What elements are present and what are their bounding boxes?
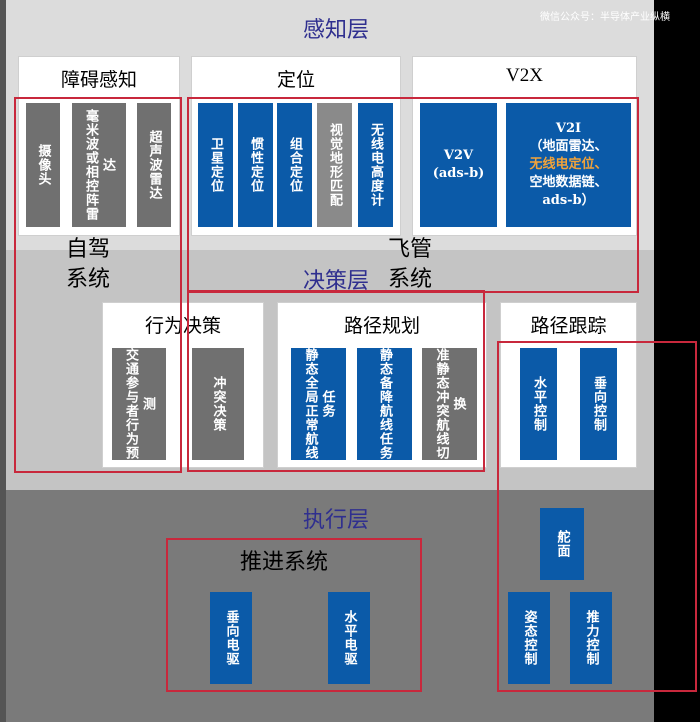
flight-mgmt-label-text: 飞管系统 — [388, 237, 433, 292]
visual-terrain-box: 视觉地形匹配 — [317, 103, 352, 227]
v2v-label: V2V — [443, 148, 474, 163]
right-dark-strip — [654, 0, 700, 722]
vertical-drive-box: 垂向电驱 — [210, 592, 252, 684]
decision-layer-title: 决策层 — [302, 269, 369, 294]
obstacle-panel-title: 障碍感知 — [60, 69, 137, 91]
propulsion-title: 推进系统 — [240, 550, 329, 575]
rudder-box: 舵面 — [540, 508, 584, 580]
horizontal-drive-box: 水平电驱 — [328, 592, 370, 684]
left-dark-edge — [0, 0, 6, 722]
v2i-box: V2I （地面雷达、 无线电定位、 空地数据链、 ads-b） — [506, 103, 631, 227]
v2i-adsb: ads-b） — [542, 193, 595, 208]
flight-mgmt-label: 飞管系统 — [388, 235, 438, 295]
horizontal-control-box: 水平控制 — [520, 348, 557, 460]
propulsion-outline — [166, 538, 422, 692]
quasi-static-switch-box: 准静态冲突航线切换 — [422, 348, 477, 460]
conflict-decision-box: 冲突决策 — [192, 348, 244, 460]
thrust-control-box: 推力控制 — [570, 592, 612, 684]
vertical-control-box: 垂向控制 — [580, 348, 617, 460]
positioning-panel-title: 定位 — [276, 69, 315, 91]
inertial-positioning-box: 惯性定位 — [238, 103, 273, 227]
radio-altimeter-box: 无线电高度计 — [358, 103, 393, 227]
traffic-prediction-box: 交通参与者行为预测 — [112, 348, 166, 460]
tracking-outline — [497, 341, 697, 692]
autopilot-outline — [14, 97, 182, 473]
ultrasonic-box: 超声波雷达 — [137, 103, 171, 227]
v2v-box: V2V (ads-b) — [420, 103, 497, 227]
v2i-ground-radar: （地面雷达、 — [529, 139, 608, 154]
v2i-label: V2I — [555, 121, 582, 136]
watermark: 微信公众号：半导体产业纵横 — [540, 12, 670, 23]
static-alternate-route-box: 静态备降航线任务 — [357, 348, 412, 460]
static-global-route-box: 静态全局正常航线任务 — [291, 348, 346, 460]
autopilot-label: 自驾系统 — [66, 235, 116, 295]
flight-mgmt-outline-mask — [190, 288, 483, 294]
v2v-sub-label: (ads-b) — [432, 166, 485, 181]
flight-mgmt-outline-bottom — [187, 290, 485, 472]
v2i-radio-positioning: 无线电定位、 — [529, 157, 608, 172]
camera-box: 摄像头 — [26, 103, 60, 227]
path-planning-panel-title: 路径规划 — [343, 315, 420, 337]
satellite-positioning-box: 卫星定位 — [198, 103, 233, 227]
radar-box: 毫米波或相控阵雷达 — [72, 103, 126, 227]
v2x-panel-title: V2X — [506, 65, 543, 86]
behavior-panel-title: 行为决策 — [144, 315, 221, 337]
flight-mgmt-outline-top — [187, 97, 639, 293]
combined-positioning-box: 组合定位 — [277, 103, 312, 227]
autopilot-label-text: 自驾系统 — [66, 237, 111, 292]
perception-layer-title: 感知层 — [302, 18, 369, 43]
path-tracking-panel-title: 路径跟踪 — [530, 315, 607, 337]
v2i-datalink: 空地数据链、 — [529, 175, 608, 190]
execution-layer-title: 执行层 — [302, 508, 369, 533]
attitude-control-box: 姿态控制 — [508, 592, 550, 684]
